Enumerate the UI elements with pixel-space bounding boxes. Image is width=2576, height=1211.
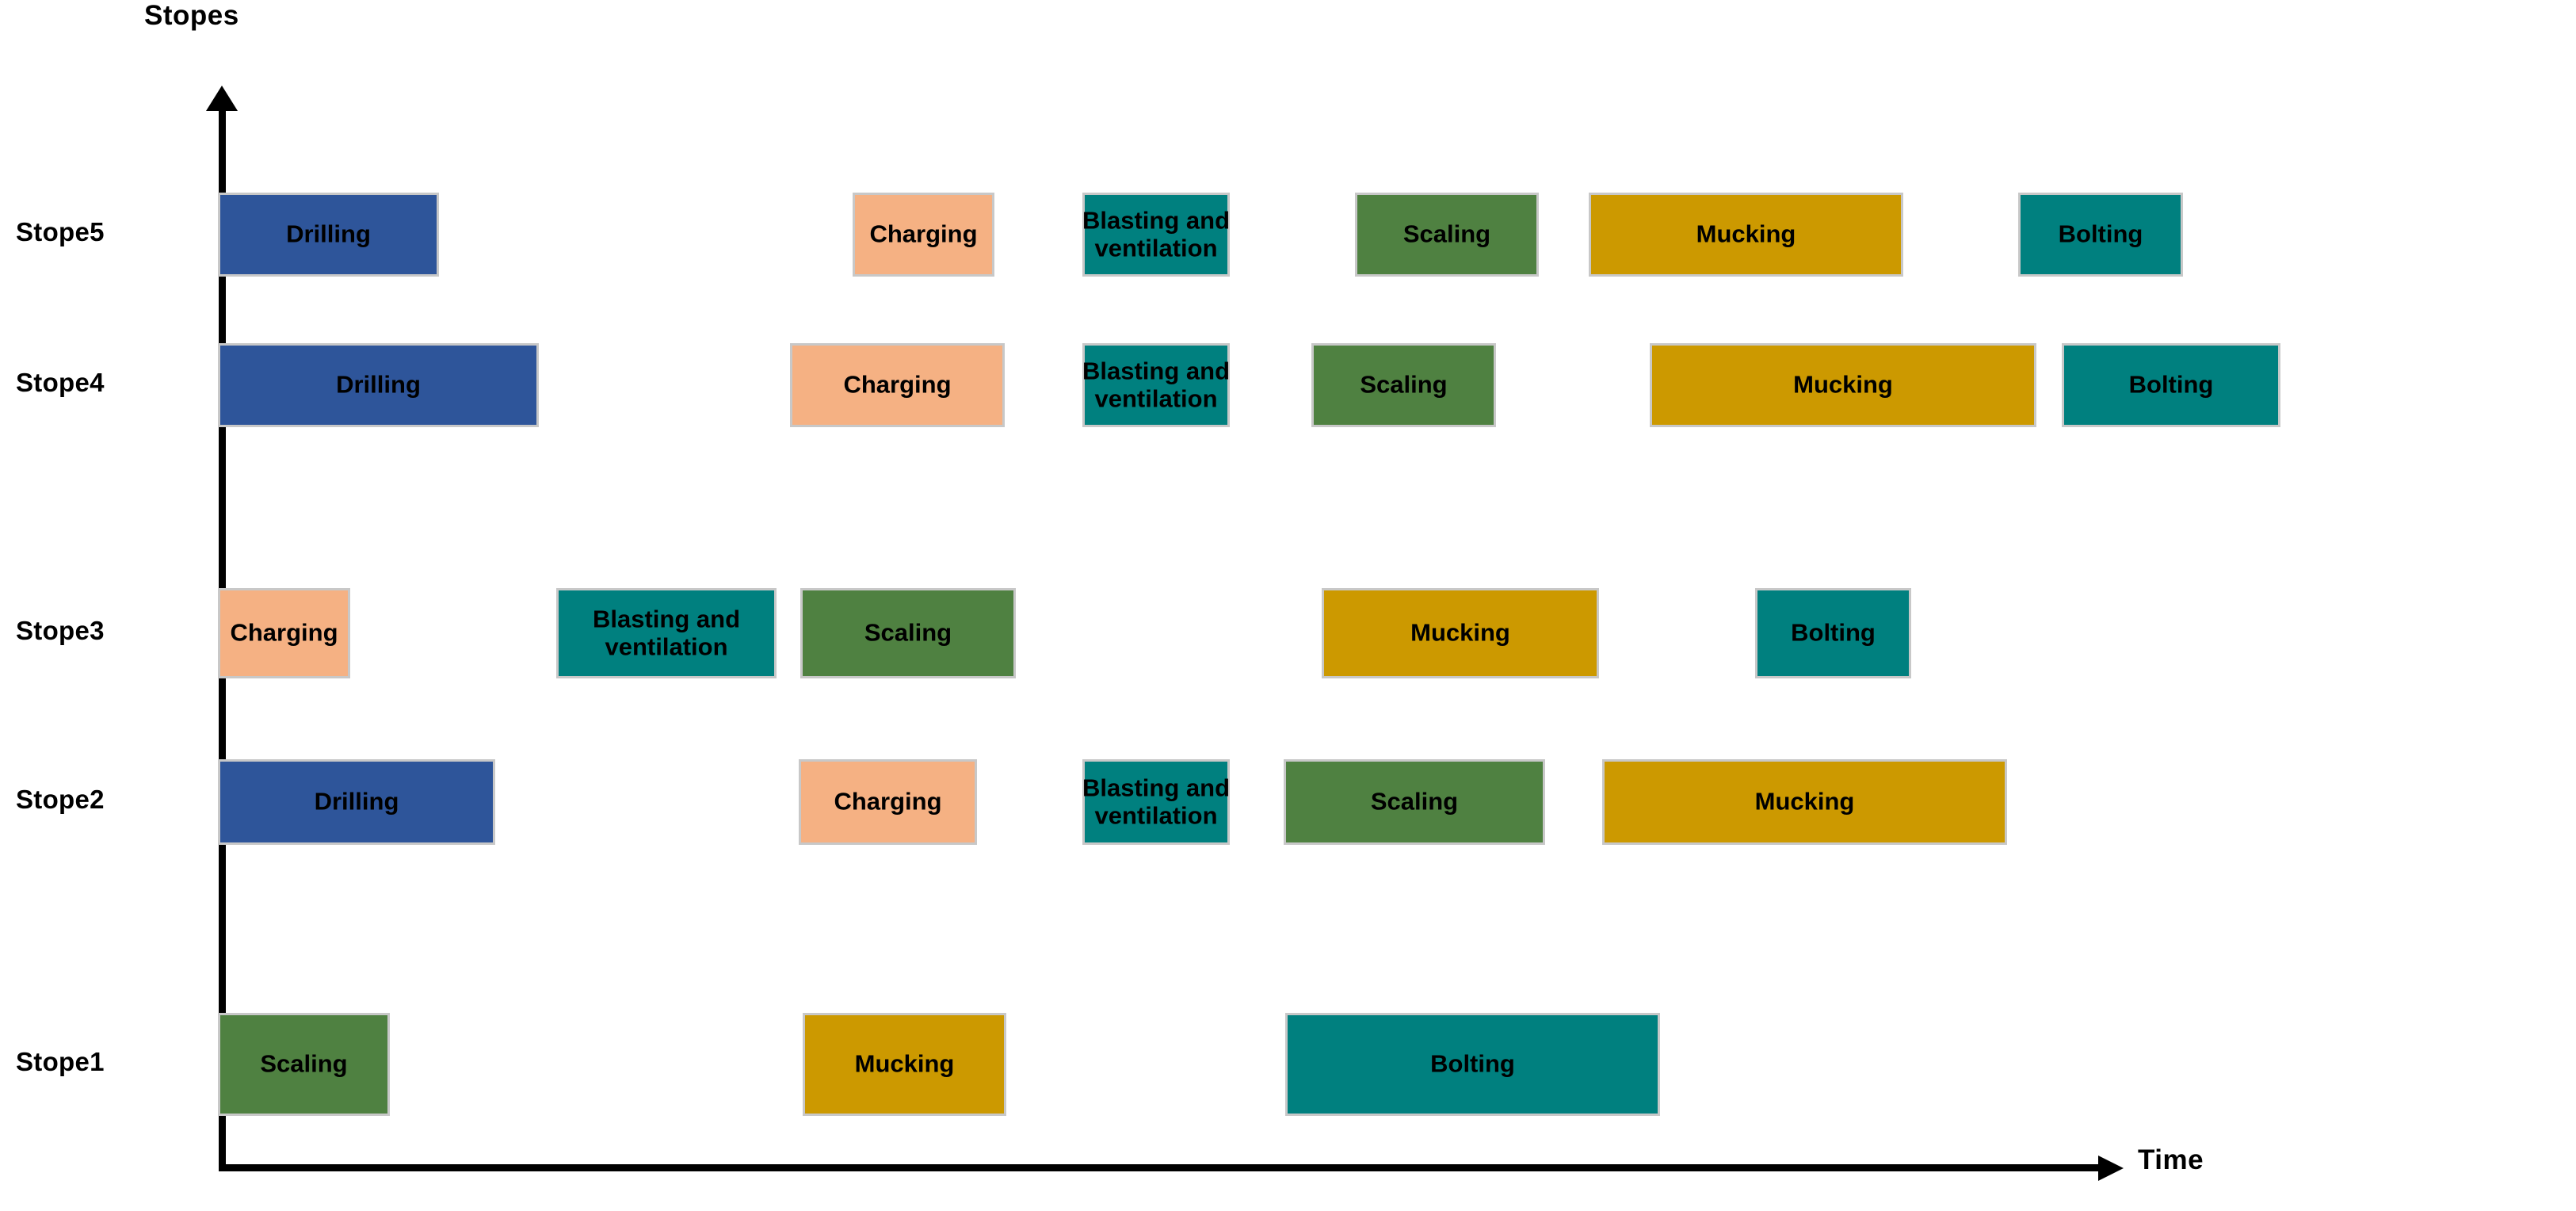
x-axis-title: Time: [2138, 1144, 2204, 1175]
gantt-bar-charging[interactable]: Charging: [853, 193, 994, 277]
gantt-bar-label: Drilling: [314, 787, 399, 816]
x-axis-line: [219, 1164, 2103, 1171]
gantt-bar-label: Scaling: [1370, 787, 1459, 816]
gantt-bar-label: Scaling: [864, 618, 952, 647]
gantt-bar-label: Charging: [843, 370, 952, 399]
gantt-bar-scaling[interactable]: Scaling: [800, 588, 1016, 678]
gantt-bar-label: Scaling: [1360, 370, 1448, 399]
gantt-bar-mucking[interactable]: Mucking: [1602, 759, 2007, 845]
gantt-bar-label: Charging: [230, 618, 338, 647]
gantt-bar-drilling[interactable]: Drilling: [218, 759, 495, 845]
gantt-bar-label: Mucking: [1696, 220, 1796, 248]
gantt-bar-label: Scaling: [1402, 220, 1491, 248]
gantt-bar-mucking[interactable]: Mucking: [1650, 343, 2036, 427]
gantt-bar-scaling[interactable]: Scaling: [1284, 759, 1545, 845]
gantt-bar-label: Mucking: [854, 1049, 955, 1078]
gantt-bar-label: Charging: [834, 787, 942, 816]
gantt-bar-charging[interactable]: Charging: [799, 759, 977, 845]
gantt-bar-charging[interactable]: Charging: [790, 343, 1005, 427]
gantt-bar-scaling[interactable]: Scaling: [218, 1013, 390, 1116]
gantt-bar-label: Bolting: [1430, 1049, 1515, 1078]
y-axis-arrow-icon: [206, 86, 238, 111]
gantt-bar-label: Bolting: [2058, 220, 2143, 248]
gantt-bar-drilling[interactable]: Drilling: [218, 343, 539, 427]
gantt-bar-bolting[interactable]: Bolting: [1285, 1013, 1660, 1116]
gantt-bar-label: Mucking: [1754, 787, 1855, 816]
y-tick-label-stope5: Stope5: [16, 217, 105, 246]
gantt-bar-label: Mucking: [1793, 370, 1893, 399]
x-axis-arrow-icon: [2098, 1156, 2124, 1181]
gantt-bar-bolting[interactable]: Bolting: [2018, 193, 2183, 277]
gantt-bar-label: Charging: [869, 220, 978, 248]
y-axis-title: Stopes: [144, 0, 239, 31]
gantt-bar-drilling[interactable]: Drilling: [218, 193, 439, 277]
gantt-bar-bolting[interactable]: Bolting: [1755, 588, 1911, 678]
gantt-bar-scaling[interactable]: Scaling: [1311, 343, 1496, 427]
gantt-bar-mucking[interactable]: Mucking: [1322, 588, 1599, 678]
y-tick-label-stope3: Stope3: [16, 616, 105, 645]
gantt-bar-scaling[interactable]: Scaling: [1355, 193, 1539, 277]
gantt-bar-label: Bolting: [1791, 618, 1876, 647]
gantt-bar-bolting[interactable]: Bolting: [2062, 343, 2280, 427]
y-tick-label-stope4: Stope4: [16, 368, 105, 397]
gantt-bar-label: Scaling: [260, 1049, 348, 1078]
y-tick-label-stope1: Stope1: [16, 1047, 105, 1076]
y-tick-label-stope2: Stope2: [16, 785, 105, 814]
gantt-bar-label: Mucking: [1410, 618, 1510, 647]
gantt-bar-label: Drilling: [336, 370, 421, 399]
gantt-bar-label: Bolting: [2128, 370, 2214, 399]
gantt-bar-mucking[interactable]: Mucking: [803, 1013, 1006, 1116]
gantt-bar-mucking[interactable]: Mucking: [1589, 193, 1903, 277]
gantt-bar-label: Drilling: [286, 220, 371, 248]
gantt-bar-charging[interactable]: Charging: [218, 588, 350, 678]
